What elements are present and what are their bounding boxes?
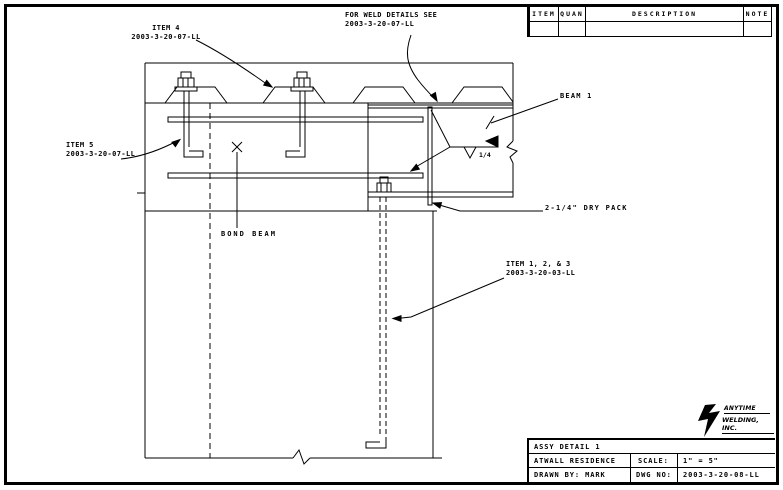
wall-outline bbox=[137, 62, 518, 465]
dry-pack-label: 2-1/4" DRY PACK bbox=[545, 204, 628, 212]
cell-description bbox=[586, 22, 744, 36]
break-line-bottom bbox=[292, 448, 311, 465]
title-block-row-project: ATWALL RESIDENCE SCALE: 1" = 5" bbox=[529, 454, 775, 468]
drawing-title: ASSY DETAIL 1 bbox=[534, 442, 601, 451]
annotation-weld-note: FOR WELD DETAILS SEE 2003-3-20-07-LL bbox=[345, 11, 437, 28]
weld-vee-icon bbox=[463, 146, 477, 160]
logo-company-line2: WELDING, INC. bbox=[722, 416, 774, 434]
cell-note bbox=[744, 22, 771, 36]
beam-seat-plate bbox=[367, 191, 514, 198]
item123-line2: 2003-3-20-03-LL bbox=[506, 268, 576, 277]
annotation-item5: ITEM 5 2003-3-20-07-LL bbox=[66, 141, 135, 158]
parts-table: ITEM QUAN DESCRIPTION NOTE bbox=[527, 7, 772, 37]
col-header-description: DESCRIPTION bbox=[586, 7, 744, 21]
cell-quan bbox=[559, 22, 586, 36]
title-block: ASSY DETAIL 1 ATWALL RESIDENCE SCALE: 1"… bbox=[527, 438, 775, 482]
lightning-bolt-icon bbox=[698, 404, 720, 437]
logo-company-line1: ANYTIME bbox=[724, 405, 770, 414]
drawn-by: DRAWN BY: MARK bbox=[529, 468, 631, 482]
bond-beam-label: BOND BEAM bbox=[221, 230, 277, 238]
embed-plates bbox=[167, 116, 424, 179]
beam-anchor-rod bbox=[365, 176, 392, 449]
item5-line1: ITEM 5 bbox=[66, 141, 94, 149]
anchor-bolt-2 bbox=[285, 71, 314, 158]
weld-note-arrow bbox=[429, 91, 438, 103]
beam-top-plate bbox=[367, 104, 514, 109]
item4-leader bbox=[195, 39, 269, 86]
title-block-row-title: ASSY DETAIL 1 bbox=[529, 440, 775, 454]
leader-lines bbox=[120, 34, 559, 323]
weld-leader-arrow bbox=[409, 163, 421, 172]
weld-size-label: 1/4 bbox=[479, 151, 491, 159]
item4-line2: 2003-3-20-07-LL bbox=[131, 32, 201, 41]
beam-end-plate bbox=[427, 106, 433, 206]
field-weld-flag-icon bbox=[484, 135, 499, 148]
dry-pack-arrow bbox=[431, 202, 443, 209]
annotation-item4: ITEM 4 2003-3-20-07-LL bbox=[126, 24, 206, 41]
title-block-row-drawn: DRAWN BY: MARK DWG NO: 2003-3-20-08-LL bbox=[529, 468, 775, 482]
item5-arrow bbox=[171, 138, 182, 148]
item123-arrow bbox=[391, 314, 402, 323]
item4-line1: ITEM 4 bbox=[152, 24, 180, 32]
parts-table-header: ITEM QUAN DESCRIPTION NOTE bbox=[530, 7, 771, 22]
dwg-no-label: DWG NO: bbox=[631, 468, 678, 482]
annotation-dry-pack: 2-1/4" DRY PACK bbox=[545, 204, 628, 213]
item123-leader bbox=[396, 277, 505, 319]
dry-pack-leader bbox=[435, 203, 543, 212]
item5-leader bbox=[120, 140, 178, 160]
annotation-bond-beam: BOND BEAM bbox=[221, 230, 277, 239]
dwg-no-value: 2003-3-20-08-LL bbox=[683, 471, 760, 479]
beam-pocket bbox=[367, 103, 514, 211]
annotation-beam1: BEAM 1 bbox=[560, 92, 593, 101]
metal-deck bbox=[164, 86, 514, 104]
scale-value: 1" = 5" bbox=[683, 456, 719, 465]
project-name: ATWALL RESIDENCE bbox=[529, 454, 631, 467]
anchor-bolt-1 bbox=[174, 71, 204, 158]
col-header-quan: QUAN bbox=[559, 7, 586, 21]
weld-symbol: 1/4 bbox=[409, 109, 499, 172]
parts-table-row bbox=[530, 22, 771, 36]
weld-note-line1: FOR WELD DETAILS SEE bbox=[345, 11, 438, 19]
weld-note-line2: 2003-3-20-07-LL bbox=[345, 19, 415, 28]
item5-line2: 2003-3-20-07-LL bbox=[66, 149, 136, 158]
break-line-right bbox=[506, 140, 518, 164]
item4-arrow bbox=[262, 79, 274, 88]
page-border bbox=[4, 4, 779, 485]
beam1-leader bbox=[490, 98, 559, 124]
annotation-item123: ITEM 1, 2, & 3 2003-3-20-03-LL bbox=[506, 260, 575, 277]
beam1-tick bbox=[485, 115, 495, 130]
col-header-note: NOTE bbox=[745, 10, 770, 18]
beam1-label: BEAM 1 bbox=[560, 92, 593, 100]
weld-note-leader bbox=[406, 34, 436, 100]
col-header-item: ITEM bbox=[530, 7, 559, 21]
item123-line1: ITEM 1, 2, & 3 bbox=[506, 260, 571, 268]
scale-label: SCALE: bbox=[631, 454, 678, 467]
cell-item bbox=[530, 22, 559, 36]
